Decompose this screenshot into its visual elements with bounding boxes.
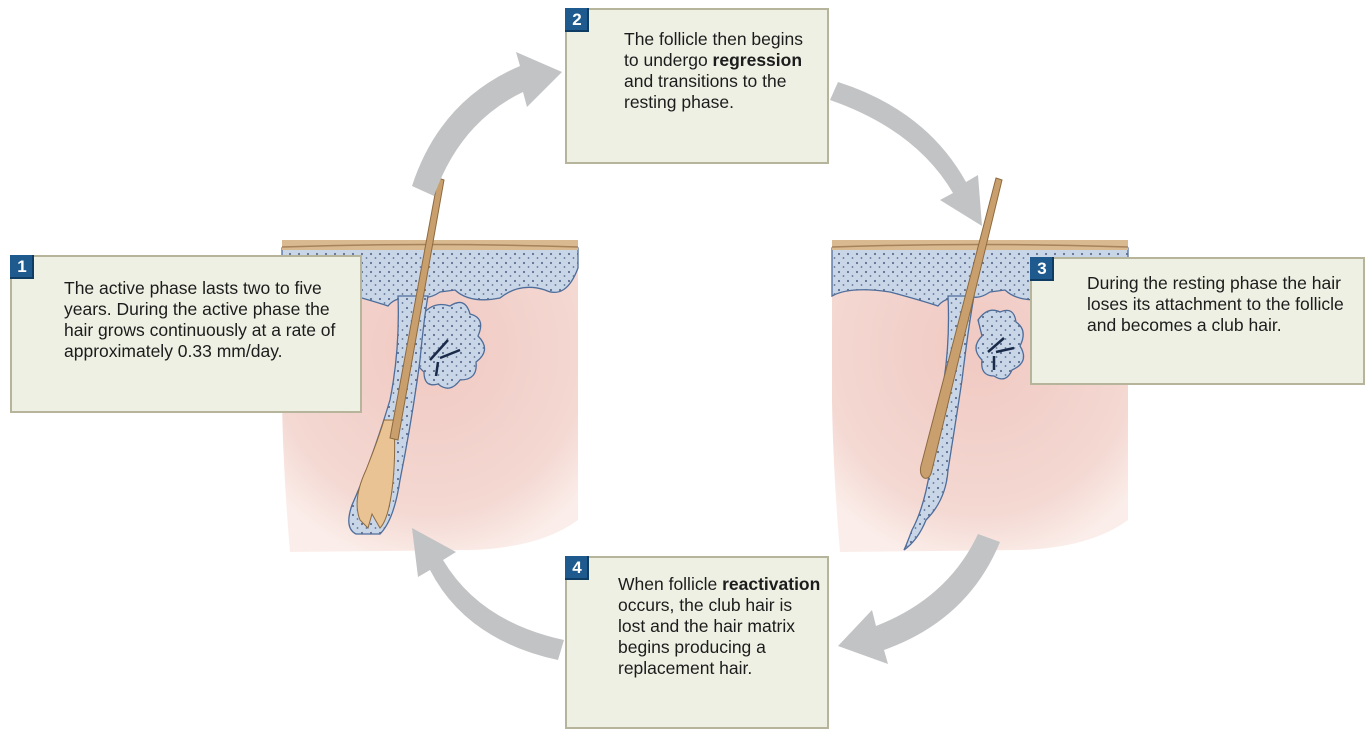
step-4-box: 4 When follicle reactivation occurs, the… <box>565 556 829 729</box>
arrow-to-step-3 <box>830 82 982 226</box>
step-1-box: 1 The active phase lasts two to five yea… <box>10 255 362 413</box>
step-3-box: 3 During the resting phase the hair lose… <box>1030 257 1365 385</box>
step-4-text-end: occurs, the club hair is lost and the ha… <box>618 595 795 678</box>
step-2-badge: 2 <box>565 8 589 32</box>
step-3-badge: 3 <box>1030 257 1054 281</box>
step-2-keyword: regression <box>713 50 802 70</box>
arrow-to-step-2 <box>412 52 562 196</box>
step-2-text: The follicle then begins to undergo regr… <box>624 29 822 113</box>
step-3-text: During the resting phase the hair loses … <box>1087 273 1365 336</box>
step-4-text-start: When follicle <box>618 574 722 594</box>
step-2-box: 2 The follicle then begins to undergo re… <box>565 8 829 164</box>
step-4-badge: 4 <box>565 556 589 580</box>
step-4-text: When follicle reactivation occurs, the c… <box>618 574 823 679</box>
step-1-text: The active phase lasts two to five years… <box>64 278 349 362</box>
step-1-badge: 1 <box>10 255 34 279</box>
step-2-text-end: and transitions to the resting phase. <box>624 71 786 112</box>
arrow-to-step-4 <box>838 534 1000 664</box>
step-4-keyword: reactivation <box>722 574 820 594</box>
